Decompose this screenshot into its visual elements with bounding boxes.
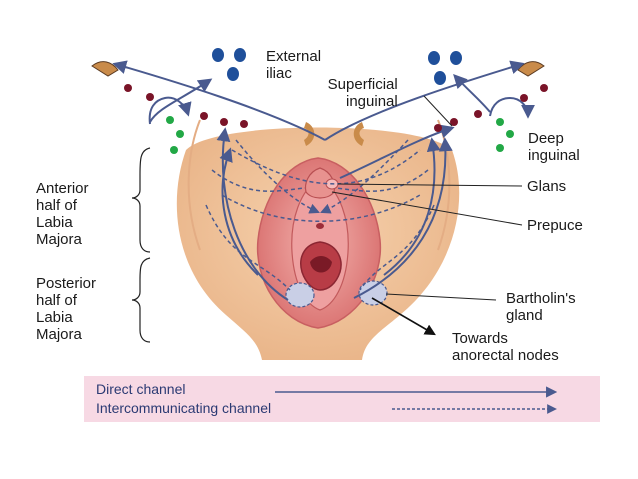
superficial-ring-right <box>353 122 364 146</box>
external-iliac-nodes-left <box>212 48 246 81</box>
external-iliac-nodes-right <box>428 51 462 85</box>
label-anterior-half: Anterior half of Labia Majora <box>36 180 89 248</box>
vaginal-orifice-inner <box>310 256 332 273</box>
label-glans: Glans <box>527 178 567 195</box>
legend: Direct channel Intercommunicating channe… <box>84 376 600 422</box>
legend-direct-label: Direct channel <box>96 381 186 397</box>
direct-channels <box>112 60 535 301</box>
leader-lines <box>331 95 523 301</box>
inguinal-ligament-left <box>91 61 119 77</box>
superficial-inguinal-nodes <box>124 84 548 132</box>
label-prepuce: Prepuce <box>527 217 583 234</box>
label-external-iliac: External iliac <box>266 48 322 82</box>
deep-inguinal-nodes <box>166 116 514 154</box>
anorectal-arrow <box>371 297 436 336</box>
posterior-bracket <box>131 257 151 343</box>
anterior-bracket <box>131 147 151 253</box>
superficial-ring-left <box>304 122 315 146</box>
bartholin-gland-right <box>358 280 388 306</box>
label-posterior-half: Posterior half of Labia Majora <box>36 275 97 343</box>
urethral-opening <box>316 223 324 229</box>
label-towards-anorectal: Towards anorectal nodes <box>452 330 559 364</box>
bartholin-gland-left <box>285 282 315 308</box>
thigh-fold-left <box>187 119 201 251</box>
label-superficial-inguinal: Superficial inguinal <box>327 76 398 110</box>
label-deep-inguinal: Deep inguinal <box>528 130 580 164</box>
intercommunicating-channels <box>205 139 435 291</box>
label-bartholins-gland: Bartholin's gland <box>506 290 576 324</box>
legend-intercommunicating-label: Intercommunicating channel <box>96 400 272 416</box>
